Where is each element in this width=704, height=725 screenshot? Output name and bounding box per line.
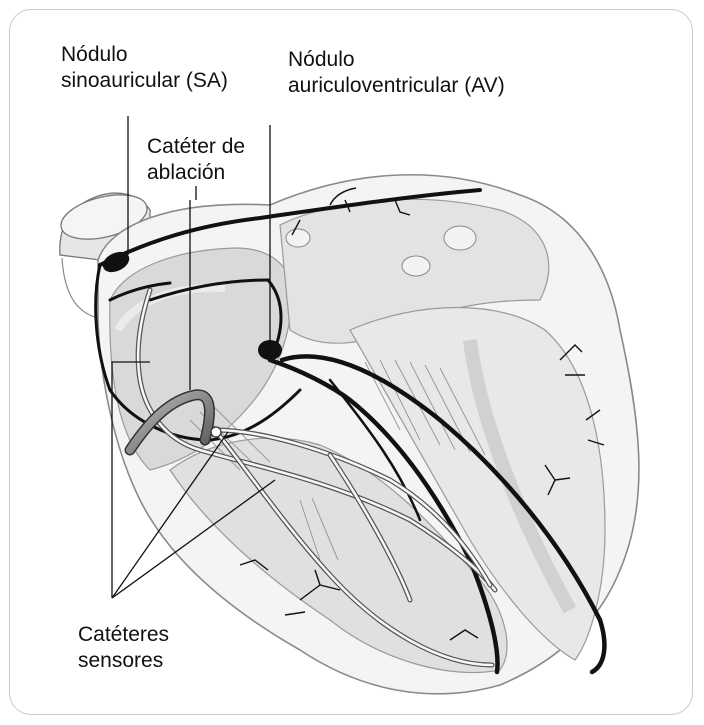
ablation-catheter-label: Catéter de ablación xyxy=(147,134,245,186)
ablation-catheter-label-line1: Catéter de xyxy=(147,134,245,160)
av-node-label-line2: auriculoventricular (AV) xyxy=(288,73,505,99)
sa-node-label-line1: Nódulo xyxy=(61,42,228,68)
sa-node-label: Nódulo sinoauricular (SA) xyxy=(61,42,228,94)
sensor-catheters-label: Catéteres sensores xyxy=(78,622,169,674)
av-node-label-line1: Nódulo xyxy=(288,47,505,73)
sensor-catheters-label-line2: sensores xyxy=(78,648,169,674)
av-node-label: Nódulo auriculoventricular (AV) xyxy=(288,47,505,99)
sensor-catheters-label-line1: Catéteres xyxy=(78,622,169,648)
ablation-catheter-label-line2: ablación xyxy=(147,160,245,186)
sa-node-label-line2: sinoauricular (SA) xyxy=(61,68,228,94)
